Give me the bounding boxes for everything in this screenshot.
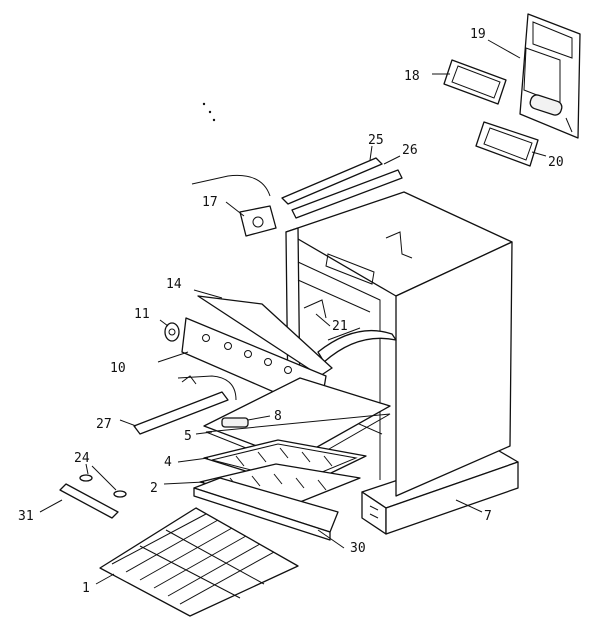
gasket-part-18 — [443, 59, 507, 105]
callout-11: 11 — [134, 307, 150, 322]
back-panel-part — [519, 13, 581, 139]
callout-1: 1 — [82, 581, 90, 596]
top-trim-strips-part — [281, 157, 403, 219]
callout-14: 14 — [166, 277, 182, 292]
callout-18: 18 — [404, 69, 420, 84]
callout-30: 30 — [350, 541, 366, 556]
callout-26: 26 — [402, 143, 418, 158]
clips-part — [79, 474, 127, 498]
leader-lines — [39, 39, 547, 585]
callout-17: 17 — [202, 195, 218, 210]
knob-part — [164, 322, 180, 342]
oven-rack-part — [99, 507, 299, 617]
callout-labels: 19 18 20 25 26 17 14 11 21 10 8 27 5 4 2… — [18, 27, 564, 596]
callout-5: 5 — [184, 429, 192, 444]
callout-7: 7 — [484, 509, 492, 524]
callout-25: 25 — [368, 133, 384, 148]
strip-part — [59, 483, 119, 519]
burner-tube-part — [133, 375, 237, 435]
callout-24: 24 — [74, 451, 90, 466]
callout-2: 2 — [150, 481, 158, 496]
callout-8: 8 — [274, 409, 282, 424]
callout-20: 20 — [548, 155, 564, 170]
gasket-part-20 — [475, 121, 539, 167]
callout-21: 21 — [332, 319, 348, 334]
callout-4: 4 — [164, 455, 172, 470]
callout-19: 19 — [470, 27, 486, 42]
callout-31: 31 — [18, 509, 34, 524]
drawer-tray-part — [193, 477, 339, 541]
callout-10: 10 — [110, 361, 126, 376]
scatter-marks — [202, 102, 216, 122]
igniter-assembly-part — [191, 174, 277, 237]
callout-27: 27 — [96, 417, 112, 432]
